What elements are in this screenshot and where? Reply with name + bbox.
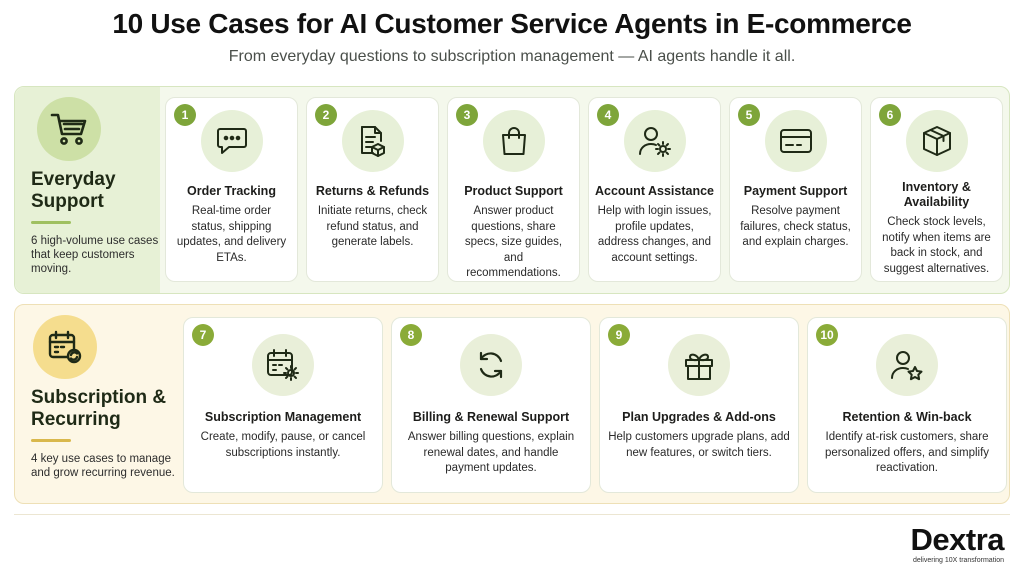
credit-card-icon — [764, 110, 827, 172]
card-number-badge: 8 — [400, 324, 422, 346]
section-title: Everyday Support — [31, 169, 116, 212]
use-case-card-plan-upgrades-addons: 9 Plan Upgrades & Add-ons Help customers… — [599, 317, 799, 493]
card-title: Plan Upgrades & Add-ons — [622, 410, 776, 424]
use-case-card-payment-support: 5 Payment Support Resolve payment failur… — [729, 97, 862, 282]
page-title: 10 Use Cases for AI Customer Service Age… — [112, 8, 912, 39]
chat-icon — [200, 110, 263, 172]
card-title: Account Assistance — [594, 184, 715, 198]
card-description: Create, modify, pause, or cancel subscri… — [200, 431, 366, 459]
shopping-bag-icon — [482, 110, 545, 172]
card-description: Help customers upgrade plans, add new fe… — [608, 431, 790, 459]
brand-name: Dextra — [910, 522, 1005, 557]
gift-icon — [668, 334, 730, 396]
section-description: 4 key use cases to manage and grow recur… — [31, 453, 175, 479]
card-description: Help with login issues, profile updates,… — [597, 205, 712, 264]
user-star-icon — [876, 334, 938, 396]
card-number-badge: 4 — [597, 104, 619, 126]
card-number-badge: 9 — [608, 324, 630, 346]
card-description: Initiate returns, check refund status, a… — [317, 205, 428, 248]
section-subscription-recurring: Subscription & Recurring 4 key use cases… — [14, 304, 1010, 504]
use-case-card-returns-refunds: 2 Returns & Refunds Initiate returns, ch… — [306, 97, 439, 282]
use-case-card-retention-winback: 10 Retention & Win-back Identify at-risk… — [807, 317, 1007, 493]
refresh-icon — [460, 334, 522, 396]
card-number-badge: 1 — [174, 104, 196, 126]
card-number-badge: 6 — [879, 104, 901, 126]
use-case-card-inventory-availability: 6 Inventory & Availability Check stock l… — [870, 97, 1003, 282]
card-title: Retention & Win-back — [842, 410, 972, 424]
section-everyday-support: Everyday Support 6 high-volume use cases… — [14, 86, 1010, 294]
card-description: Answer billing questions, explain renewa… — [407, 431, 575, 474]
card-description: Answer product questions, share specs, s… — [464, 205, 563, 279]
page-subtitle: From everyday questions to subscription … — [228, 48, 796, 65]
use-case-card-subscription-management: 7 Subscription Management Create, modify… — [183, 317, 383, 493]
return-document-icon — [341, 110, 404, 172]
section-title: Subscription & Recurring — [31, 387, 167, 430]
user-gear-icon — [623, 110, 686, 172]
box-icon — [905, 110, 968, 172]
calendar-gear-icon — [252, 334, 314, 396]
card-title: Returns & Refunds — [315, 184, 430, 198]
card-number-badge: 5 — [738, 104, 760, 126]
card-number-badge: 2 — [315, 104, 337, 126]
card-title: Order Tracking — [187, 184, 276, 198]
card-title: Payment Support — [743, 184, 848, 198]
card-description: Real-time order status, shipping updates… — [176, 205, 287, 264]
card-title: Product Support — [464, 184, 563, 198]
card-description: Resolve payment failures, check status, … — [740, 205, 851, 248]
cart-icon — [37, 97, 101, 161]
section-description: 6 high-volume use cases that keep custom… — [31, 235, 159, 275]
section-divider — [31, 439, 71, 442]
brand-tagline: delivering 10X transformation — [912, 557, 1004, 564]
use-case-card-billing-renewal-support: 8 Billing & Renewal Support Answer billi… — [391, 317, 591, 493]
footer-divider — [14, 514, 1010, 515]
card-number-badge: 7 — [192, 324, 214, 346]
card-description: Identify at-risk customers, share person… — [824, 431, 990, 474]
card-number-badge: 3 — [456, 104, 478, 126]
section-header: Everyday Support 6 high-volume use cases… — [15, 87, 160, 293]
card-description: Check stock levels, notify when items ar… — [882, 216, 991, 275]
brand-logo: Dextra delivering 10X transformation — [910, 522, 1005, 565]
use-case-card-account-assistance: 4 Account Assistance Help with login iss… — [588, 97, 721, 282]
section-divider — [31, 221, 71, 224]
section-header: Subscription & Recurring 4 key use cases… — [15, 305, 180, 503]
calendar-refresh-icon — [33, 315, 97, 379]
card-title: Billing & Renewal Support — [412, 410, 570, 424]
card-number-badge: 10 — [816, 324, 838, 346]
card-title: Inventory & Availability — [902, 180, 971, 209]
use-case-card-product-support: 3 Product Support Answer product questio… — [447, 97, 580, 282]
card-title: Subscription Management — [204, 410, 362, 424]
use-case-card-order-tracking: 1 Order Tracking Real-time order status,… — [165, 97, 298, 282]
